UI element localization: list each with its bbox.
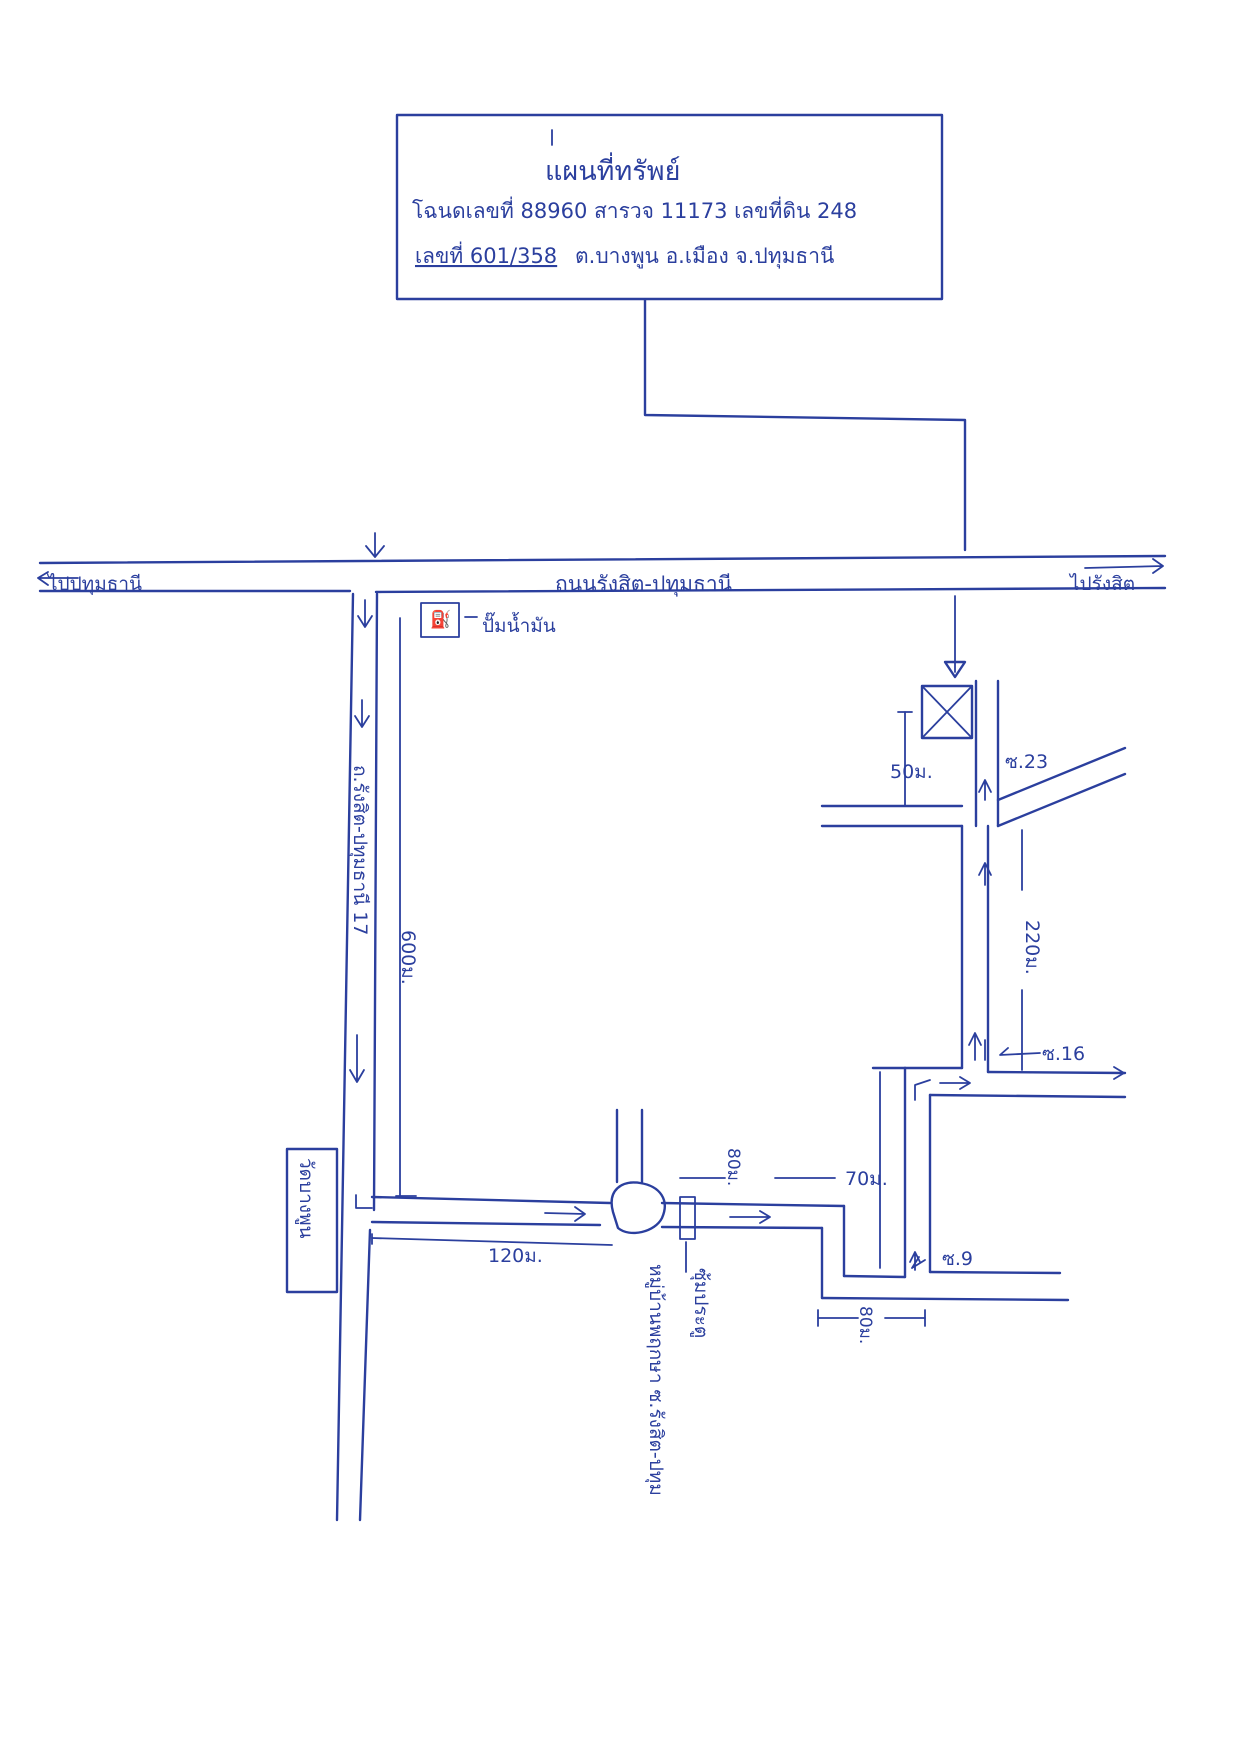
soi16-road: ซ.16 (903, 1043, 1127, 1099)
distance-120-label: 120ม. (488, 1245, 543, 1267)
property-road (820, 679, 1000, 1074)
distance-80b-label: 80ม. (855, 1306, 875, 1344)
distance-50-label: 50ม. (890, 761, 933, 783)
village-label: หมู่บ้านพฤกษา ซ.รังสิต-ปทุม (644, 1264, 667, 1496)
property-plot: 50ม. (890, 595, 974, 806)
side-road-label: ถ.รังสิต-ปทุมธานี 17 (348, 765, 371, 935)
address-number: เลขที่ 601/358 (415, 241, 557, 268)
village-road: ซ.9 (660, 1201, 1070, 1302)
side-road: ถ.รังสิต-ปทุมธานี 17 (335, 592, 379, 1522)
soi16-label: ซ.16 (1042, 1043, 1085, 1065)
deed-line: โฉนดเลขที่ 88960 สารวจ 11173 เลขที่ดิน 2… (412, 196, 857, 223)
soi23-road: ซ.23 (996, 746, 1127, 828)
soi9-label: ซ.9 (942, 1248, 973, 1270)
main-road: ถนนรังสิต-ปทุมธานี ไปปทุมธานี ไปรังสิต (37, 532, 1167, 597)
title-leader-line (643, 298, 967, 552)
distance-220-label: 220ม. (1021, 920, 1043, 975)
lower-road: 120ม. (370, 1195, 613, 1267)
distance-600: 600ม. (395, 617, 419, 1197)
gas-station: ⛽ ปั๊มน้ำมัน (420, 602, 556, 638)
roundabout (610, 1108, 666, 1235)
map-title: แผนที่ทรัพย์ (545, 152, 680, 187)
soi23-label: ซ.23 (1005, 751, 1048, 773)
left-direction-arrow (37, 571, 79, 586)
main-road-label: ถนนรังสิต-ปทุมธานี (555, 572, 732, 597)
right-direction-arrow (1084, 558, 1164, 574)
address-location: ต.บางพูน อ.เมือง จ.ปทุมธานี (575, 244, 834, 269)
distance-600-label: 600ม. (397, 930, 419, 985)
gate-label: ซุ้มประตู (689, 1268, 712, 1338)
distance-70-label: 70ม. (845, 1168, 888, 1190)
temple: วัดบางพูน (285, 1147, 339, 1294)
to-rangsit-label: ไปรังสิต (1068, 573, 1135, 595)
distance-220: 220ม. (1021, 829, 1043, 1071)
temple-label: วัดบางพูน (295, 1158, 317, 1239)
gate: ซุ้มประตู หมู่บ้านพฤกษา ซ.รังสิต-ปทุม (644, 1196, 712, 1496)
gas-station-label: ปั๊มน้ำมัน (482, 612, 556, 637)
to-pathum-label: ไปปทุมธานี (46, 573, 142, 596)
connector-road (871, 1066, 932, 1279)
property-pointer-icon (943, 660, 967, 679)
gas-pump-icon: ⛽ (430, 609, 451, 630)
distance-marks-lower: 80ม. 70ม. 80ม. (679, 1148, 926, 1344)
distance-80a-label: 80ม. (723, 1148, 743, 1186)
title-box: แผนที่ทรัพย์ โฉนดเลขที่ 88960 สารวจ 1117… (395, 113, 944, 301)
